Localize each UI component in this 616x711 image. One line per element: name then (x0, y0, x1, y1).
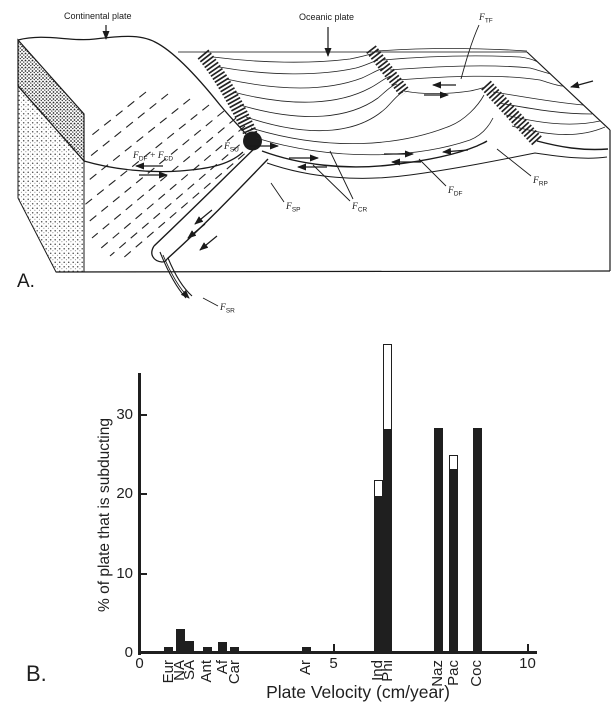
panel-b-label: B. (26, 661, 47, 686)
bar-label-ant: Ant (198, 660, 216, 683)
x-tick-10 (526, 644, 529, 651)
x-axis-line (138, 651, 537, 654)
y-tick-30 (140, 414, 147, 416)
bar-cap-pac (449, 454, 459, 471)
label-leaders (202, 24, 532, 307)
bar-ar (301, 646, 311, 653)
force-label-fsp: FSP (285, 202, 300, 214)
slab-dashed-lines (81, 91, 257, 260)
panel-a-diagram: Continental plate Oceanic plate FTF FDF+… (0, 0, 616, 330)
bar-coc (472, 428, 482, 653)
motion-arrows (102, 25, 594, 251)
bar-cap-phi (383, 343, 393, 431)
y-tick-10 (140, 572, 147, 575)
force-label-fdf-fcd: FDF+FCD (132, 151, 173, 163)
bar-eur (164, 646, 174, 653)
bar-af (218, 641, 228, 653)
flow-lines (212, 48, 606, 156)
transform-fault-line (403, 86, 487, 95)
x-axis-title: Plate Velocity (cm/year) (266, 682, 450, 702)
y-axis-title: % of plate that is subducting (96, 418, 113, 612)
continental-plate-surface (17, 35, 252, 173)
bar-pac (449, 468, 459, 653)
force-label-fdf: FDF (447, 186, 463, 198)
x-tick-label-5: 5 (329, 655, 338, 672)
subducting-slab (151, 146, 269, 263)
force-label-frp: FRP (532, 176, 548, 188)
oceanic-plate-front-edge (261, 140, 609, 179)
continental-plate-label: Continental plate (64, 11, 132, 21)
bar-na (175, 629, 185, 653)
y-tick-label-30: 30 (116, 406, 133, 423)
y-tick-20 (140, 493, 147, 496)
plate-forces-diagram: Continental plate Oceanic plate FTF FDF+… (17, 11, 611, 315)
x-tick-label-0: 0 (135, 655, 144, 672)
bar-cap-ind (373, 480, 383, 498)
x-tick-5 (332, 644, 335, 651)
panel-a-label: A. (17, 271, 35, 292)
x-tick-label-10: 10 (519, 655, 536, 672)
bar-phi (383, 428, 393, 653)
bar-label-sa: SA (180, 660, 198, 681)
trench-tip (243, 131, 262, 151)
y-tick-label-20: 20 (116, 485, 133, 503)
y-tick-label-10: 10 (116, 564, 133, 582)
bar-car (230, 647, 240, 653)
force-label-fcr: FCR (351, 202, 368, 214)
y-tick-label-0: 0 (124, 644, 133, 661)
ridge-segment-front (481, 80, 543, 147)
force-label-fsu: FSU (223, 142, 239, 154)
slab-pull-arrow (194, 209, 213, 225)
fsr-ribbon (159, 251, 193, 299)
force-label-ftf: FTF (478, 13, 493, 25)
bar-sa (185, 641, 195, 653)
force-label-fsr: FSR (219, 303, 235, 315)
y-axis-line (138, 373, 141, 655)
oceanic-plate-label: Oceanic plate (299, 12, 354, 22)
bar-ind (373, 495, 383, 653)
bar-naz (433, 428, 443, 653)
bar-ant (202, 647, 212, 653)
